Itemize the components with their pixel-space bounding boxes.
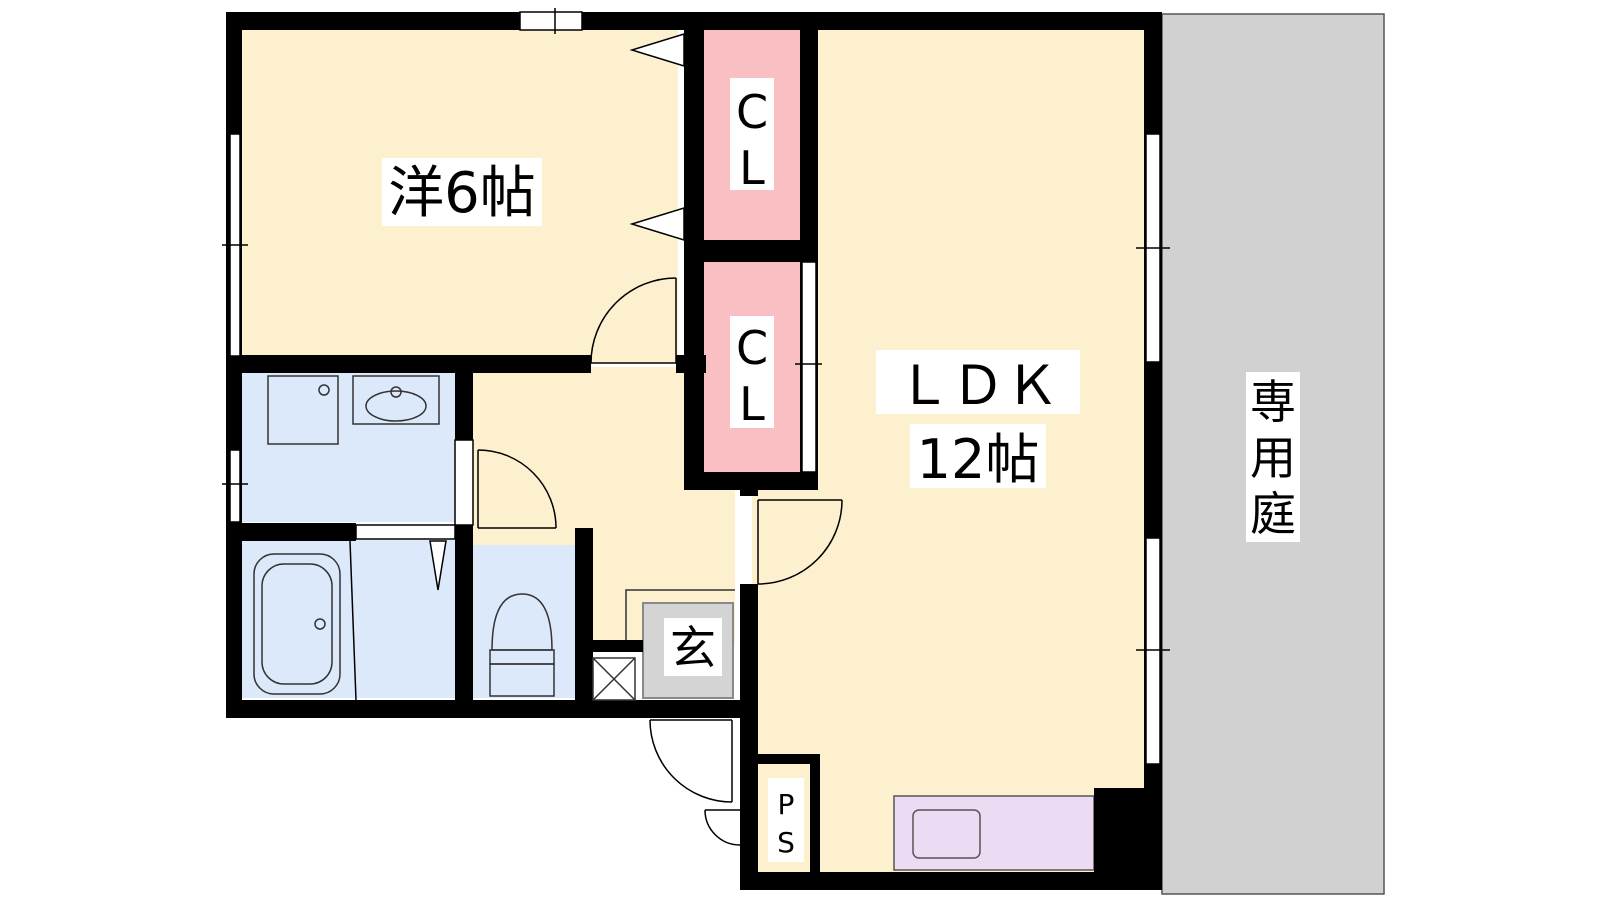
entrance-label: 玄 xyxy=(670,621,716,675)
sink-icon xyxy=(912,809,981,859)
doors xyxy=(349,32,843,846)
private-garden-label-3: 庭 xyxy=(1250,487,1296,541)
meter-box-icon xyxy=(592,657,636,701)
toilet-floor xyxy=(473,545,575,698)
fixtures xyxy=(253,375,735,701)
ldk-label: ＬＤＫ xyxy=(897,354,1059,417)
western-room-label: 洋6帖 xyxy=(388,161,536,226)
bathtub-icon xyxy=(253,553,341,695)
toilet-icon xyxy=(489,593,555,697)
washing-machine-icon xyxy=(267,375,339,445)
closet-lower-label-c: C xyxy=(736,321,768,375)
bathroom-floor xyxy=(240,540,455,698)
closet-upper-label-l: L xyxy=(739,141,765,195)
wash-basin-icon xyxy=(352,375,440,425)
pipe-space-label-s: S xyxy=(777,826,795,859)
windows xyxy=(222,8,1170,765)
pipe-space-label-p: P xyxy=(778,788,795,821)
private-garden-label-1: 専 xyxy=(1250,375,1296,429)
closet-upper-label-c: C xyxy=(736,85,768,139)
private-garden-label-2: 用 xyxy=(1250,431,1296,485)
washroom-floor xyxy=(240,372,455,522)
ldk-size-label: 12帖 xyxy=(917,428,1040,491)
kitchen-counter xyxy=(893,795,1095,871)
closet-lower-label-l: L xyxy=(739,377,765,431)
